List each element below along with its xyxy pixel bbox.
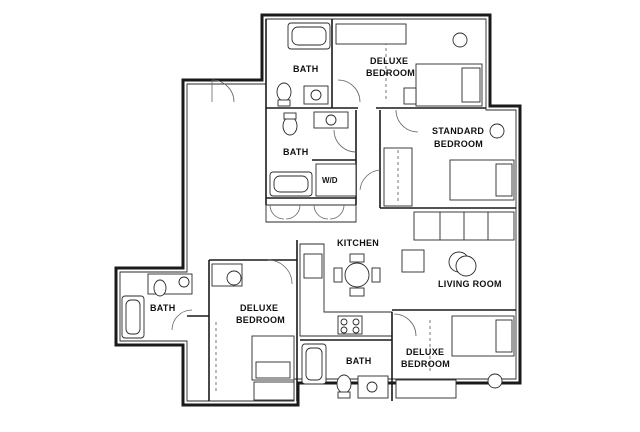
fixtures	[121, 22, 515, 401]
kitchen-label: KITCHEN	[337, 238, 379, 248]
deluxe-top-label-2: BEDROOM	[366, 68, 415, 78]
washer-dryer-label: W/D	[322, 176, 338, 185]
bath-mid-label: BATH	[283, 147, 309, 157]
deluxe-bottom-label-1: DELUXE	[406, 347, 444, 357]
standard-bedroom-label-2: BEDROOM	[434, 139, 483, 149]
bath-left-label: BATH	[150, 303, 176, 313]
standard-bedroom-label-1: STANDARD	[432, 126, 484, 136]
room-labels: BATH DELUXE BEDROOM BATH W/D STANDARD BE…	[150, 56, 502, 369]
bath-bottom-label: BATH	[346, 356, 372, 366]
living-room-label: LIVING ROOM	[438, 279, 502, 289]
deluxe-left-label-2: BEDROOM	[236, 315, 285, 325]
interior-walls	[187, 19, 516, 401]
deluxe-bottom-label-2: BEDROOM	[401, 359, 450, 369]
bath-top-label: BATH	[293, 64, 319, 74]
doors	[171, 79, 419, 337]
exterior-walls	[114, 13, 522, 407]
desk-chairs	[226, 32, 505, 389]
deluxe-top-label-1: DELUXE	[370, 56, 408, 66]
deluxe-left-label-1: DELUXE	[240, 303, 278, 313]
